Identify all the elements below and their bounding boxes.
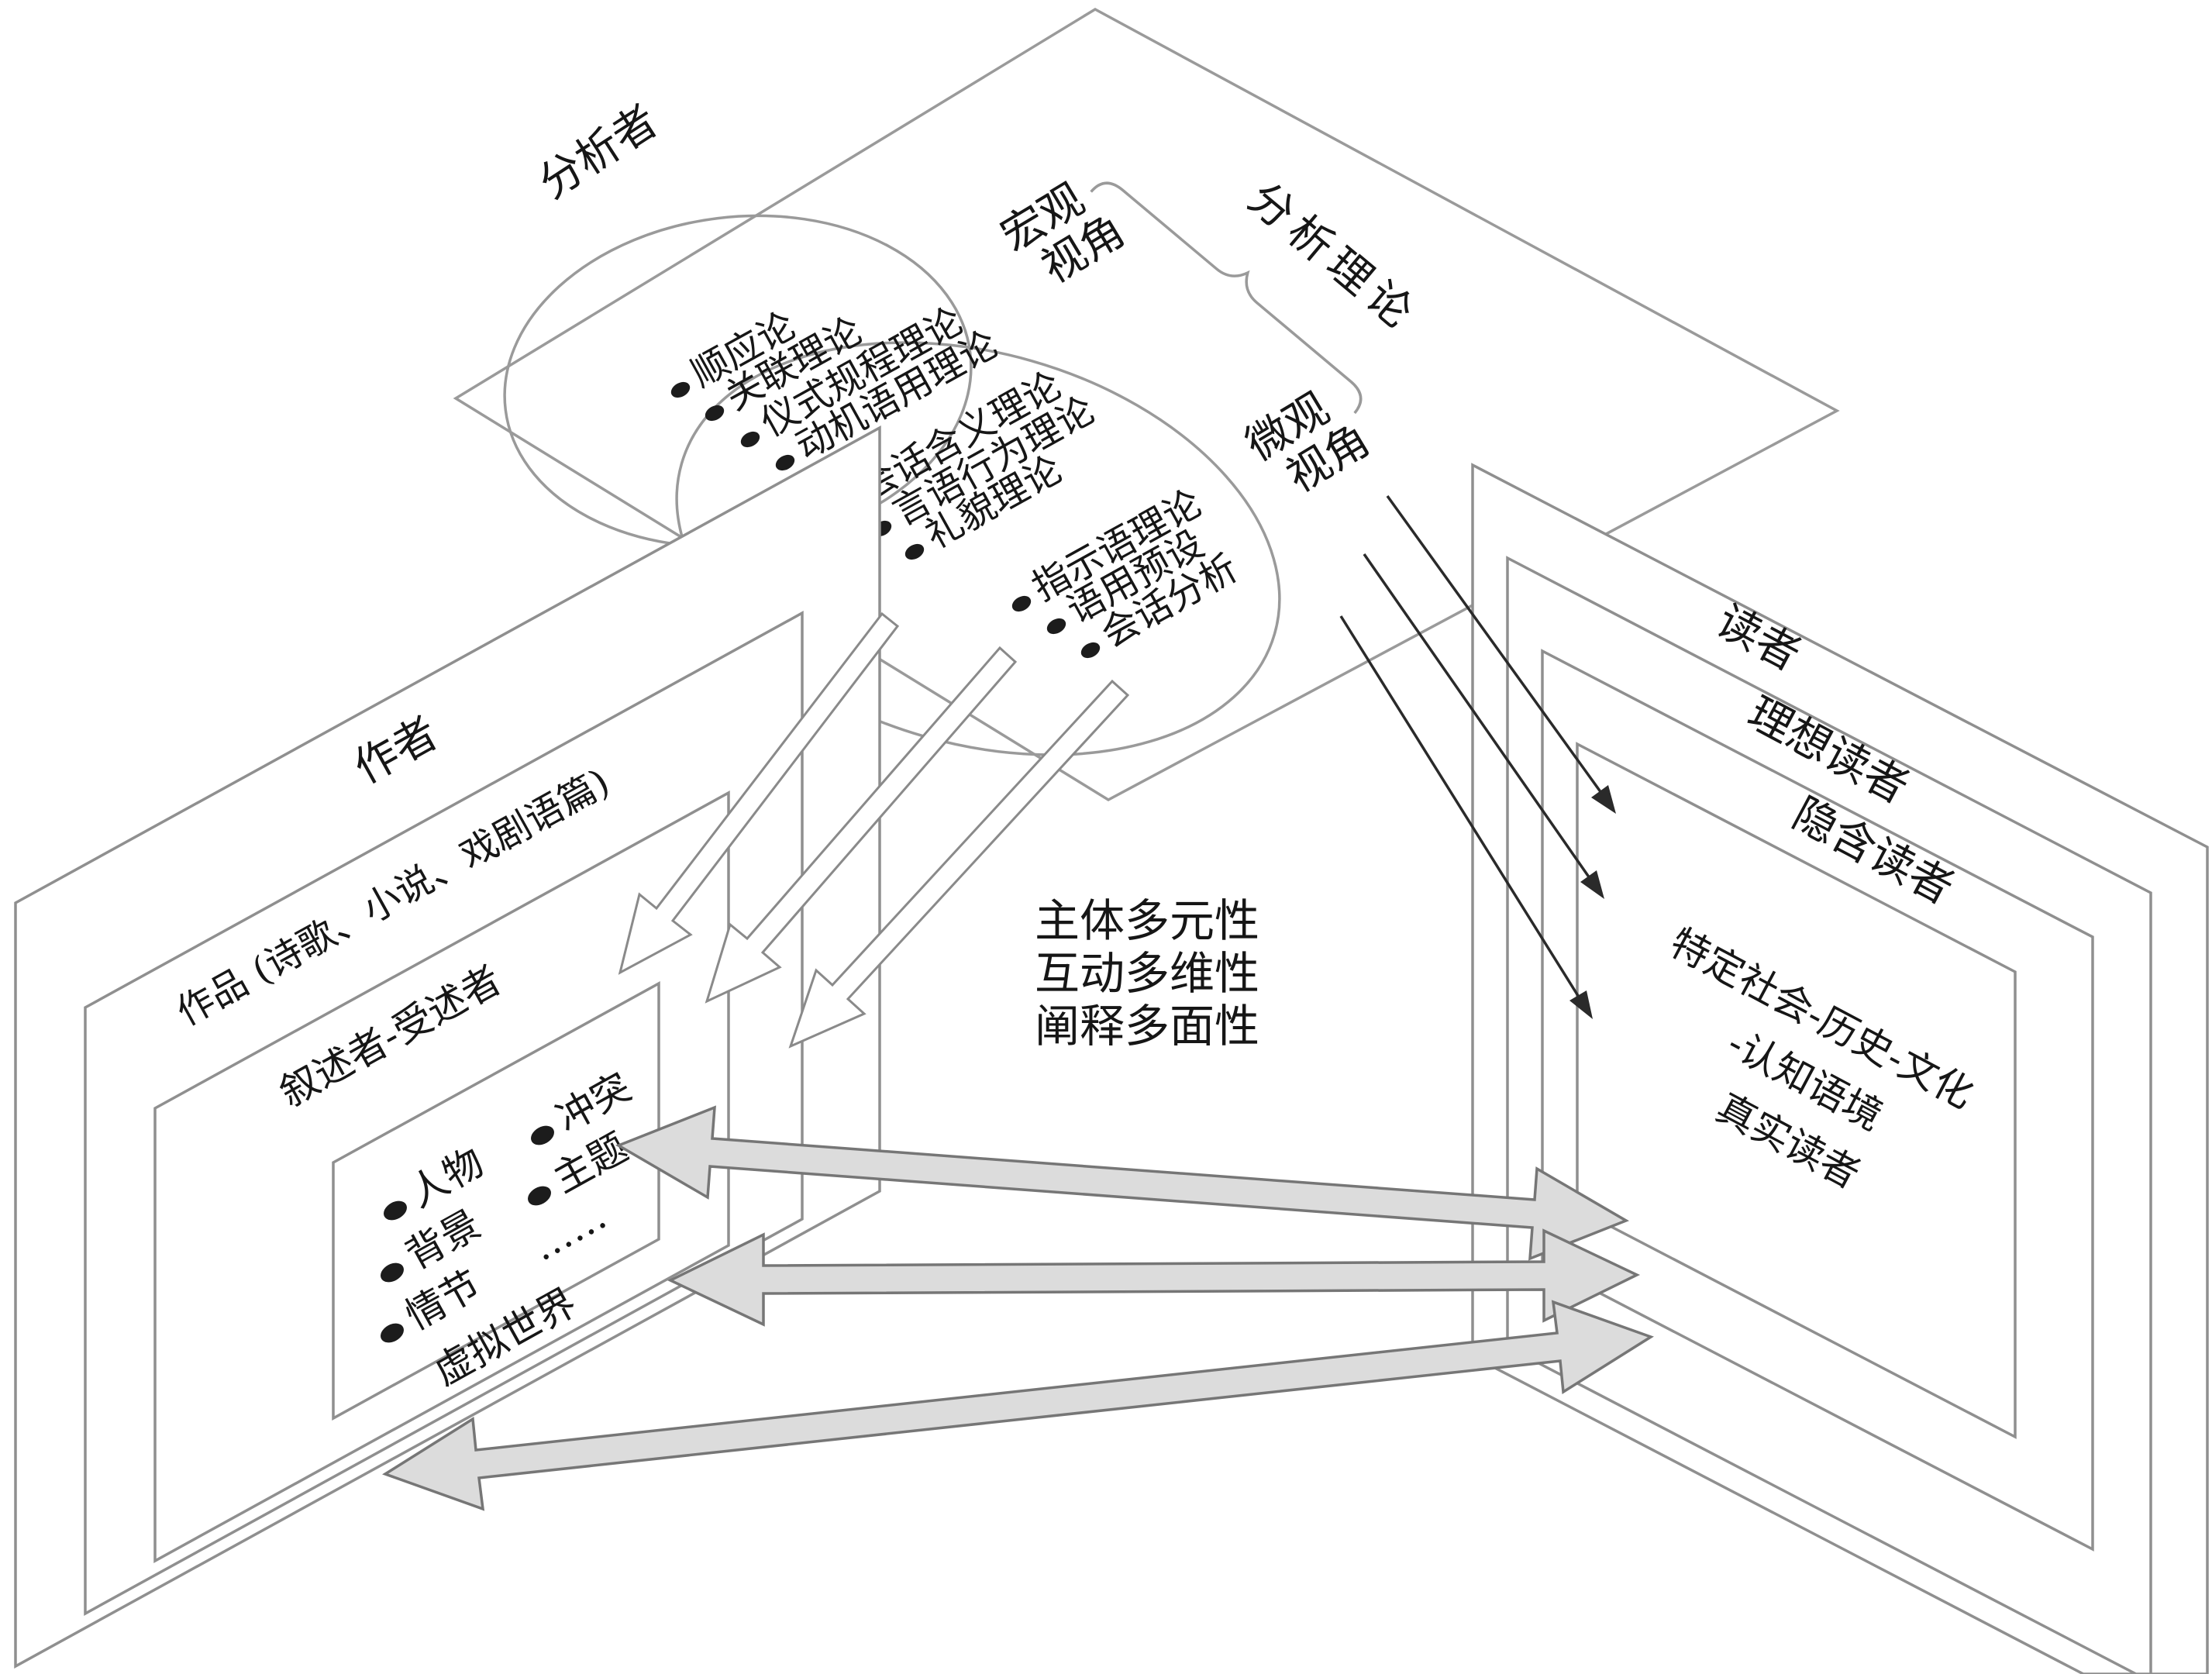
bullet-icon: [531, 1125, 554, 1145]
bullet-icon: [775, 454, 795, 471]
story-elements-box: [332, 981, 660, 1421]
analyzer-to-author-arrows: [618, 611, 1130, 1049]
bullet-icon: [740, 431, 760, 448]
bullet-icon: [705, 405, 725, 422]
double-arrow: [667, 1228, 1641, 1327]
bullet-icon: [1011, 595, 1032, 612]
analysis-theory-brace: [1090, 181, 1363, 415]
micro-theory-items: 指示语理论 语用预设 会话分析: [1011, 481, 1246, 659]
analyzer-label: 分析者: [530, 95, 667, 208]
hollow-arrow: [788, 679, 1130, 1049]
center-line3: 阐释多面性: [1035, 1000, 1259, 1052]
analyzer-to-reader-arrows: [1339, 494, 1616, 1019]
double-arrow: [615, 1105, 1629, 1261]
center-line1: 主体多元性: [1035, 894, 1259, 947]
hollow-arrow: [618, 611, 900, 975]
center-statement: 主体多元性 互动多维性 阐释多面性: [1035, 894, 1259, 1052]
bullet-icon: [904, 543, 925, 560]
hollow-arrow: [705, 646, 1018, 1004]
double-arrow: [382, 1300, 1654, 1511]
thin-arrow: [1386, 494, 1616, 814]
analysis-theory-label: 分析理论: [1239, 173, 1428, 343]
real-reader-box: [1576, 742, 2017, 1439]
analyzer-plane: [453, 7, 1840, 802]
bullet-icon: [1046, 618, 1066, 635]
bullet-icon: [528, 1186, 551, 1206]
thin-arrow: [1363, 553, 1604, 899]
micro-perspective-label: 微观 视角: [1238, 383, 1379, 502]
bullet-icon: [670, 381, 691, 398]
bullet-icon: [381, 1262, 404, 1283]
bullet-icon: [1080, 642, 1101, 659]
work-reader-interaction-arrows: [382, 1105, 1654, 1511]
thin-arrow: [1339, 615, 1593, 1019]
bullet-icon: [381, 1323, 404, 1343]
story-elements-left: 人物 背景 情节: [381, 1139, 491, 1343]
center-line2: 互动多维性: [1035, 947, 1259, 1000]
bullet-icon: [384, 1200, 407, 1221]
